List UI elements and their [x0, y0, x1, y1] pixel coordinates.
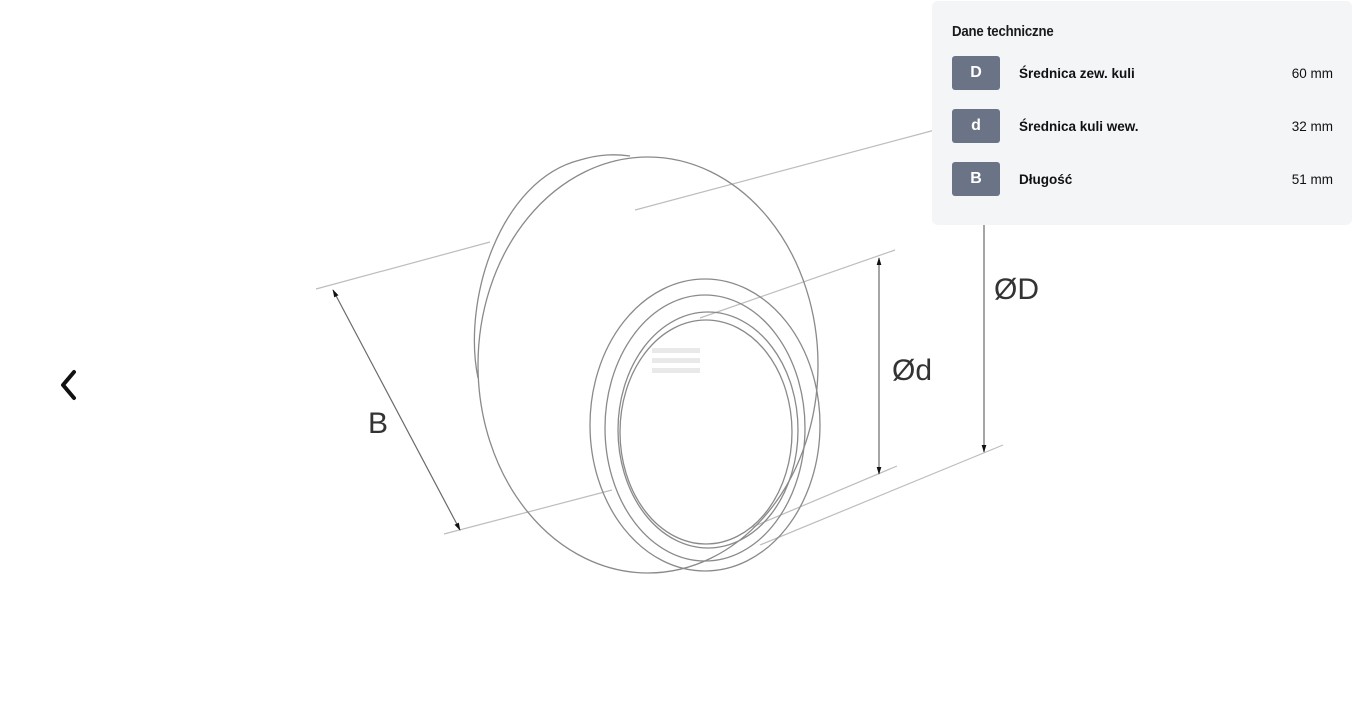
previous-image-button[interactable]	[48, 362, 88, 408]
spec-value: 60 mm	[1291, 65, 1333, 81]
spec-name: Średnica kuli wew.	[1019, 118, 1139, 134]
spec-value: 51 mm	[1291, 171, 1333, 187]
spec-value: 32 mm	[1291, 118, 1333, 134]
ball-outline	[473, 154, 821, 574]
spec-row-outer-diameter: D Średnica zew. kuli 60 mm	[952, 56, 1333, 90]
technical-data-panel: Dane techniczne D Średnica zew. kuli 60 …	[932, 1, 1352, 225]
length-dimension-label: B	[368, 407, 388, 440]
extension-lines	[315, 129, 1004, 546]
chevron-left-icon	[61, 370, 76, 400]
spec-name: Długość	[1019, 171, 1073, 187]
panel-title: Dane techniczne	[952, 23, 1054, 40]
spec-name: Średnica zew. kuli	[1019, 65, 1135, 81]
spec-symbol-badge: D	[952, 56, 1000, 90]
inner-diameter-dimension-label: Ød	[892, 354, 932, 387]
watermark-logo-icon	[652, 348, 700, 373]
spec-row-inner-diameter: d Średnica kuli wew. 32 mm	[952, 109, 1333, 143]
spec-symbol-badge: d	[952, 109, 1000, 143]
spec-row-length: B Długość 51 mm	[952, 162, 1333, 196]
outer-diameter-dimension-label: ØD	[994, 273, 1039, 306]
dimension-lines	[332, 200, 987, 531]
spec-symbol-badge: B	[952, 162, 1000, 196]
